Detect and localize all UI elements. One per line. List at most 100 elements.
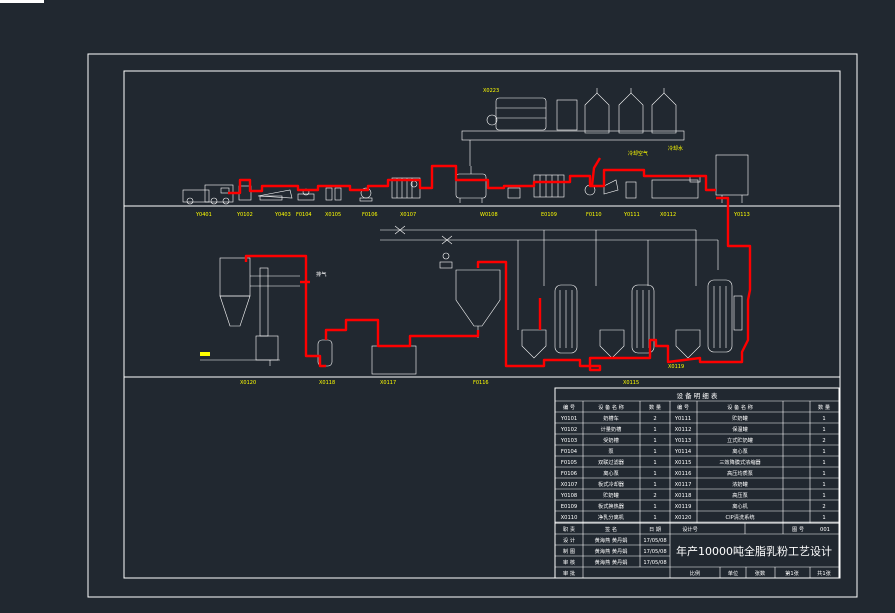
code-label: Y0111 — [623, 212, 640, 218]
table-header-cell: 编 号 — [563, 403, 575, 411]
table-cell: 立式贮奶罐 — [727, 436, 753, 444]
spray-dryer — [200, 257, 300, 366]
tanker-truck-equipment — [182, 184, 234, 205]
code-label: F0110 — [586, 212, 602, 218]
red-branch-a — [590, 157, 602, 187]
signer-name: 黄海燕 黄丹娟 — [595, 558, 628, 566]
table-header-cell: 数 量 — [649, 403, 661, 411]
table-cell: Y0101 — [560, 416, 577, 422]
steam-lines — [380, 225, 719, 330]
footer-header: 签 名 — [605, 525, 617, 533]
dryer-marker — [200, 352, 210, 356]
evaporator-pipe — [476, 260, 752, 372]
footer-label: 审 批 — [563, 569, 575, 577]
table-cell: 离心泵 — [732, 447, 748, 455]
table-cell: E0109 — [561, 504, 577, 510]
small-equipment-row — [238, 177, 421, 202]
table-cell: X0107 — [561, 482, 578, 488]
table-cell: 1 — [822, 460, 825, 466]
evaporator-1 — [521, 284, 578, 359]
inner-border — [123, 70, 841, 579]
table-header-row: 编 号设 备 名 称数 量编 号设 备 名 称数 量 — [563, 403, 830, 411]
code-label: X0105 — [325, 212, 341, 218]
table-cell: 1 — [822, 427, 825, 433]
code-label: X0118 — [319, 380, 335, 386]
mid-code-label: X0119 — [668, 364, 684, 370]
drawing-no-label: 图 号 — [792, 526, 804, 533]
table-cell: 高压均质泵 — [727, 469, 753, 477]
table-cell: X0110 — [561, 515, 578, 521]
table-cell: Y0111 — [674, 416, 691, 422]
footer-cell: 单位 — [728, 569, 738, 577]
table-cell: X0112 — [675, 427, 692, 433]
table-cell: CIP清洗系统 — [725, 513, 754, 521]
table-cell: 离心机 — [732, 502, 748, 510]
table-cell: F0104 — [561, 449, 578, 455]
table-cell: 板式换热器 — [598, 502, 625, 510]
note-label: 冷却水 — [668, 145, 683, 152]
table-cell: 1 — [653, 449, 656, 455]
table-cell: 1 — [822, 471, 825, 477]
table-header-cell: 数 量 — [818, 403, 830, 411]
cip-system — [461, 88, 685, 166]
table-cell: 双联过滤器 — [598, 458, 625, 466]
cip-label: X0223 — [483, 88, 499, 94]
table-cell: Y0113 — [674, 438, 691, 444]
code-label: F0106 — [362, 212, 378, 218]
red-transfer-down — [716, 196, 752, 268]
equipment-table — [554, 387, 840, 579]
design-no-label: 设计号 — [682, 525, 698, 533]
code-label: Y0113 — [733, 212, 750, 218]
bottom-equipment-codes: X0120 X0118 X0117 F0116 X0115 — [240, 380, 639, 386]
table-cell: 1 — [653, 482, 656, 488]
table-cell: 1 — [822, 482, 825, 488]
code-label: Y0401 — [195, 212, 212, 218]
table-cell: 板式冷却器 — [598, 480, 625, 488]
sign-date: 17/05/08 — [643, 560, 666, 566]
footer-label: 审 核 — [563, 558, 575, 566]
table-cell: 受奶槽 — [603, 436, 619, 444]
table-cell: 贮奶罐 — [603, 491, 619, 499]
signer-name: 黄海燕 黄丹娟 — [595, 536, 628, 544]
code-label: F0116 — [473, 380, 489, 386]
table-header-cell: 编 号 — [677, 403, 689, 411]
table-header-cell: 设 备 名 称 — [727, 403, 753, 411]
table-cell: 计量奶槽 — [601, 425, 622, 433]
footer-cell: 第1张 — [785, 569, 799, 577]
table-cell: Y0102 — [560, 427, 577, 433]
code-label: X0117 — [380, 380, 396, 386]
code-label: F0104 — [296, 212, 312, 218]
table-cell: X0119 — [675, 504, 692, 510]
table-cell: 1 — [653, 427, 656, 433]
holding-tank — [651, 175, 701, 199]
vertical-storage-tank — [715, 154, 749, 203]
footer-cell: 比例 — [690, 569, 700, 577]
table-cell: 1 — [653, 460, 656, 466]
table-cell: Y0103 — [560, 438, 577, 444]
dryer-feed-pipe — [244, 254, 326, 368]
table-cell: 高压泵 — [732, 491, 748, 499]
table-cell: 1 — [822, 416, 825, 422]
code-label: X0120 — [240, 380, 256, 386]
footer-label: 职 责 — [563, 525, 575, 533]
table-cell: 2 — [822, 438, 825, 444]
table-cell: 贮奶罐 — [732, 414, 748, 422]
outer-border — [87, 53, 858, 598]
project-title: 年产10000吨全脂乳粉工艺设计 — [676, 544, 832, 558]
evaporator-3 — [675, 279, 743, 359]
table-cell: F0105 — [561, 460, 577, 466]
table-cell: X0120 — [675, 515, 692, 521]
title-block: 职 责 设 计 制 图 审 核 审 批 签 名 日 期 黄海燕 黄丹娟 黄海燕 … — [563, 525, 832, 577]
exhaust-note: 排气 — [316, 270, 326, 278]
table-header-cell: 设 备 名 称 — [598, 403, 624, 411]
footer-label: 设 计 — [563, 536, 575, 544]
table-cell: 三效降膜式浓缩器 — [719, 458, 761, 466]
table-cell: 1 — [653, 438, 656, 444]
table-cell: 1 — [653, 471, 656, 477]
table-cell: 离心泵 — [603, 469, 619, 477]
table-cell: X0115 — [675, 460, 692, 466]
table-cell: X0117 — [675, 482, 692, 488]
table-cell: 奶槽车 — [603, 414, 619, 422]
